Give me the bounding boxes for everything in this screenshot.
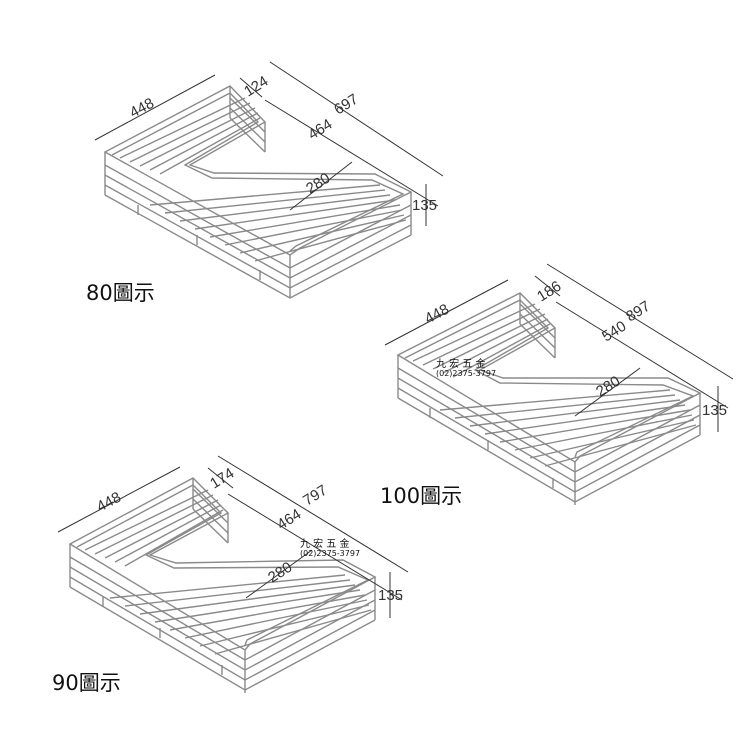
watermark-phone-100: (02)2375-3797 xyxy=(436,369,496,378)
dim-left-width-90: 448 xyxy=(94,489,124,516)
diagram-90: 448 174 797 464 280 135 九 宏 五 金 (02)2375… xyxy=(52,455,409,695)
dim-top-offset-90: 174 xyxy=(207,465,237,493)
diagram-80: 448 124 697 464 280 135 80圖示 xyxy=(86,61,444,305)
dim-total-width-100: 897 xyxy=(623,298,653,326)
dim-height-80: 135 xyxy=(412,197,437,214)
dim-height-90: 135 xyxy=(378,587,403,604)
caption-100: 100圖示 xyxy=(380,484,462,508)
dim-lines-100 xyxy=(384,263,734,432)
dim-top-offset-80: 124 xyxy=(241,73,271,101)
basket-90-drawing xyxy=(68,477,377,693)
caption-90: 90圖示 xyxy=(52,671,121,695)
watermark-90: 九 宏 五 金 (02)2375-3797 xyxy=(300,537,360,558)
dim-height-100: 135 xyxy=(702,402,727,419)
dim-top-offset-100: 186 xyxy=(534,278,564,306)
dim-lines-90 xyxy=(57,455,409,618)
basket-80-drawing xyxy=(103,85,413,299)
watermark-name-90: 九 宏 五 金 xyxy=(300,537,350,550)
watermark-name-100: 九 宏 五 金 xyxy=(436,357,486,370)
dim-lines-80 xyxy=(94,61,444,226)
watermark-100: 九 宏 五 金 (02)2375-3797 xyxy=(436,357,496,378)
dim-back-depth-80: 464 xyxy=(305,116,335,144)
dim-back-depth-90: 464 xyxy=(274,506,304,534)
caption-80: 80圖示 xyxy=(86,281,155,305)
dim-left-width-80: 448 xyxy=(127,95,157,122)
dim-back-depth-100: 540 xyxy=(599,318,629,346)
diagram-100: 448 186 897 540 280 135 九 宏 五 金 (02)2375… xyxy=(380,263,734,508)
basket-100-drawing xyxy=(396,292,702,505)
dim-total-width-90: 797 xyxy=(300,482,330,510)
watermark-phone-90: (02)2375-3797 xyxy=(300,549,360,558)
dim-total-width-80: 697 xyxy=(331,91,361,119)
